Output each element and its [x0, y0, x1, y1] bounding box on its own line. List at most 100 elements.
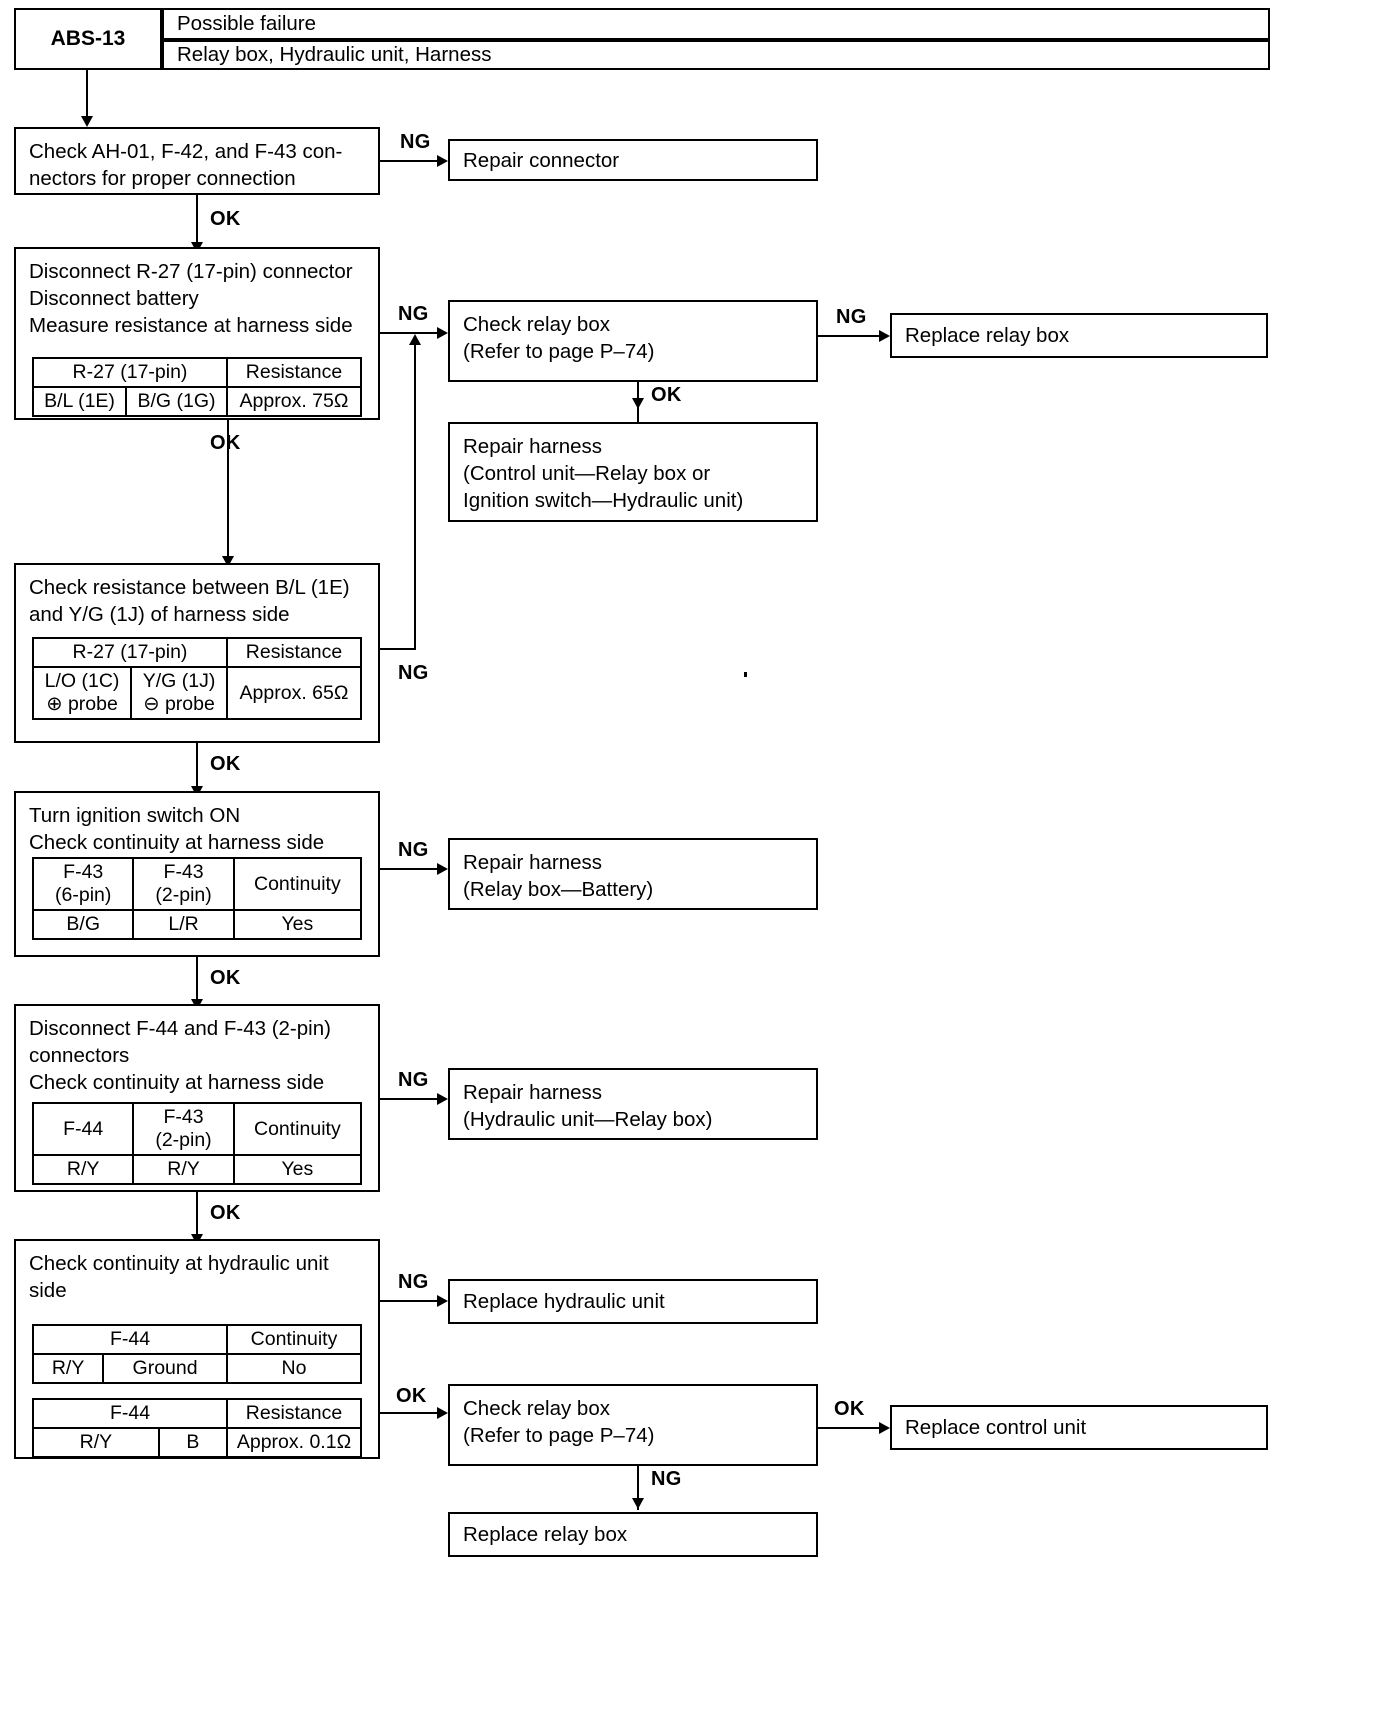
t2-cell-0: B/L (1E) [31, 386, 128, 417]
t4-cell-1: L/R [132, 909, 235, 940]
arrow-relaybox1-ng [879, 330, 890, 342]
branch-label-step6-ok: OK [396, 1385, 427, 1407]
t6b-head-span: F-44 [32, 1398, 228, 1429]
t5-head-0: F-44 [31, 1102, 135, 1156]
t6b-cell-0: R/Y [32, 1427, 160, 1458]
t3-head-span: R-27 (17-pin) [32, 637, 228, 668]
t6b-cell-1: B [157, 1427, 229, 1458]
line-step1-ok [196, 195, 198, 247]
t4-head-0: F-43 (6-pin) [31, 857, 135, 911]
branch-label-step1-ng: NG [400, 131, 431, 153]
t3-cell-1: Y/G (1J) ⊖ probe [130, 666, 228, 720]
t4-cell-2: Yes [232, 909, 363, 940]
line-step2-ng [380, 332, 444, 334]
table-r27-resistance-65: R-27 (17-pin) Resistance L/O (1C) ⊕ prob… [31, 637, 362, 720]
result-check-relay-box-2-text: Check relay box (Refer to page P–74) [463, 1397, 655, 1447]
result-repair-harness-hydraulic-relay: Repair harness (Hydraulic unit—Relay box… [448, 1068, 818, 1140]
header-code-cell: ABS-13 [14, 8, 162, 70]
result-repair-connector-text: Repair connector [463, 148, 620, 172]
table-row: B/L (1E) B/G (1G) Approx. 75Ω [31, 386, 362, 417]
line-step6-ok [380, 1412, 444, 1414]
table-f44-f43-continuity: F-44 F-43 (2-pin) Continuity R/Y R/Y Yes [31, 1102, 363, 1185]
arrow-step2-ok [222, 556, 234, 567]
t4-head-2: Continuity [232, 857, 363, 911]
line-header-to-step1 [86, 70, 88, 120]
branch-label-step2-ok: OK [210, 432, 241, 454]
t6b-head-last: Resistance [226, 1398, 362, 1429]
table-f44-resistance: F-44 Resistance R/Y B Approx. 0.1Ω [32, 1398, 362, 1458]
t4-cell-0: B/G [31, 909, 135, 940]
result-replace-control-unit-text: Replace control unit [905, 1416, 1087, 1439]
branch-label-step1-ok: OK [210, 208, 241, 230]
t4-head-1: F-43 (2-pin) [132, 857, 235, 911]
branch-label-step5-ok: OK [210, 1202, 241, 1224]
t5-cell-2: Yes [232, 1154, 363, 1185]
result-replace-relay-box-1-text: Replace relay box [905, 324, 1070, 347]
branch-label-relaybox2-ok: OK [834, 1398, 865, 1420]
arrow-step5-ng [437, 1093, 448, 1105]
branch-label-step2-ng: NG [398, 303, 429, 325]
branch-label-relaybox1-ok: OK [651, 384, 682, 406]
arrow-step3-ng [409, 334, 421, 345]
line-step3-ok [196, 743, 198, 792]
line-relaybox2-ng [637, 1466, 639, 1510]
branch-label-relaybox2-ng: NG [651, 1468, 682, 1490]
t6a-cell-2: No [226, 1353, 362, 1384]
result-check-relay-box-1-text: Check relay box (Refer to page P–74) [463, 313, 655, 363]
t5-cell-1: R/Y [132, 1154, 235, 1185]
step-disconnect-r27-text: Disconnect R-27 (17-pin) connector Disco… [29, 260, 353, 337]
t3-cell-2: Approx. 65Ω [226, 666, 362, 720]
arrow-relaybox2-ng [632, 1498, 644, 1509]
line-step5-ok [196, 1192, 198, 1240]
line-relaybox1-ng [818, 335, 886, 337]
result-replace-hydraulic-unit: Replace hydraulic unit [448, 1279, 818, 1324]
table-row: R/Y R/Y Yes [31, 1154, 363, 1185]
arrow-step6-ng [437, 1295, 448, 1307]
arrow-relaybox2-ok [879, 1422, 890, 1434]
t6a-cell-1: Ground [102, 1353, 228, 1384]
arrow-step6-ok [437, 1407, 448, 1419]
result-check-relay-box-1: Check relay box (Refer to page P–74) [448, 300, 818, 382]
table-f43-continuity: F-43 (6-pin) F-43 (2-pin) Continuity B/G… [31, 857, 363, 940]
line-step3-ng-into-relaybox [414, 332, 444, 334]
result-replace-control-unit: Replace control unit [890, 1405, 1268, 1450]
header-code-label: ABS-13 [50, 27, 126, 50]
t2-cell-2: Approx. 75Ω [226, 386, 362, 417]
result-repair-harness-hydraulic-relay-text: Repair harness (Hydraulic unit—Relay box… [463, 1081, 713, 1131]
step-check-resistance-bl-yg-text: Check resistance between B/L (1E) and Y/… [29, 576, 350, 626]
result-repair-connector: Repair connector [448, 139, 818, 181]
header-failure-items-label: Relay box, Hydraulic unit, Harness [177, 43, 492, 66]
t5-head-2: Continuity [232, 1102, 363, 1156]
t6a-head-last: Continuity [226, 1324, 362, 1355]
table-row: B/G L/R Yes [31, 909, 363, 940]
t3-head-last: Resistance [226, 637, 362, 668]
result-repair-harness-control-unit-text: Repair harness (Control unit—Relay box o… [463, 435, 744, 512]
step-check-connectors: Check AH-01, F-42, and F-43 con- nectors… [14, 127, 380, 195]
result-replace-relay-box-2: Replace relay box [448, 1512, 818, 1557]
table-row: R/Y Ground No [31, 1353, 362, 1384]
line-step1-ng [380, 160, 444, 162]
line-step3-ng-h [380, 648, 416, 650]
t6a-cell-0: R/Y [31, 1353, 105, 1384]
t2-cell-1: B/G (1G) [125, 386, 228, 417]
header-possible-failure-label: Possible failure [177, 12, 317, 35]
t3-cell-0: L/O (1C) ⊕ probe [31, 666, 133, 720]
table-row: R-27 (17-pin) Resistance [32, 357, 362, 388]
line-step4-ng [380, 868, 444, 870]
result-replace-relay-box-1: Replace relay box [890, 313, 1268, 358]
line-step3-ng-v [414, 342, 416, 650]
step-turn-ignition-on-text: Turn ignition switch ON Check continuity… [29, 804, 325, 854]
table-row: R/Y B Approx. 0.1Ω [32, 1427, 362, 1458]
branch-label-step3-ok: OK [210, 753, 241, 775]
line-step5-ng [380, 1098, 444, 1100]
table-row: F-44 F-43 (2-pin) Continuity [31, 1102, 363, 1156]
table-row: F-44 Continuity [32, 1324, 362, 1355]
table-row: L/O (1C) ⊕ probe Y/G (1J) ⊖ probe Approx… [31, 666, 362, 720]
branch-label-step3-ng: NG [398, 662, 429, 684]
t6a-head-span: F-44 [32, 1324, 228, 1355]
header-failure-items-cell: Relay box, Hydraulic unit, Harness [162, 40, 1270, 70]
table-row: R-27 (17-pin) Resistance [32, 637, 362, 668]
branch-label-step6-ng: NG [398, 1271, 429, 1293]
result-repair-harness-control-unit: Repair harness (Control unit—Relay box o… [448, 422, 818, 522]
